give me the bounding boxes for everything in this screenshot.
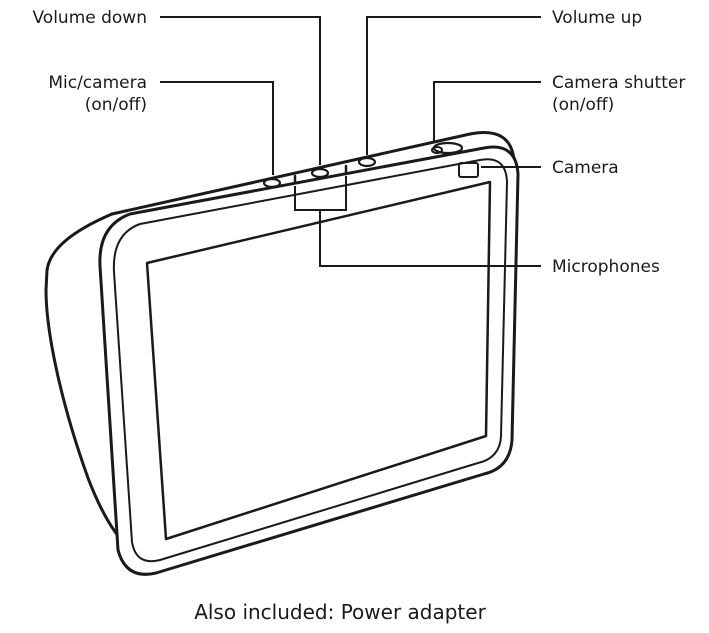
volume-up-leader — [366, 16, 541, 155]
mic-camera-leader — [160, 81, 274, 175]
label-camera-shutter-sub: (on/off) — [552, 95, 614, 115]
label-mic-camera: Mic/camera — [48, 73, 147, 93]
volume-down-button — [310, 167, 330, 179]
label-camera-shutter: Camera shutter — [552, 73, 685, 93]
label-mic-camera-sub: (on/off) — [85, 95, 147, 115]
volume-down-leader — [160, 16, 321, 165]
device-screen — [145, 180, 492, 541]
echo-show-device — [44, 131, 520, 576]
camera-window — [458, 162, 479, 178]
camera-shutter-knob — [431, 146, 443, 154]
label-microphones: Microphones — [552, 257, 660, 277]
label-camera: Camera — [552, 158, 619, 178]
camera-shutter-leader — [433, 81, 541, 143]
volume-up-button — [357, 156, 377, 168]
microphones-leader — [319, 210, 541, 267]
caption-also-included: Also included: Power adapter — [194, 600, 486, 624]
mic-camera-button — [262, 177, 282, 189]
label-volume-up: Volume up — [552, 8, 642, 28]
label-volume-down: Volume down — [32, 8, 147, 28]
device-outer-bezel — [98, 145, 520, 576]
device-top-edge — [110, 131, 516, 216]
callout-lines — [160, 16, 541, 267]
